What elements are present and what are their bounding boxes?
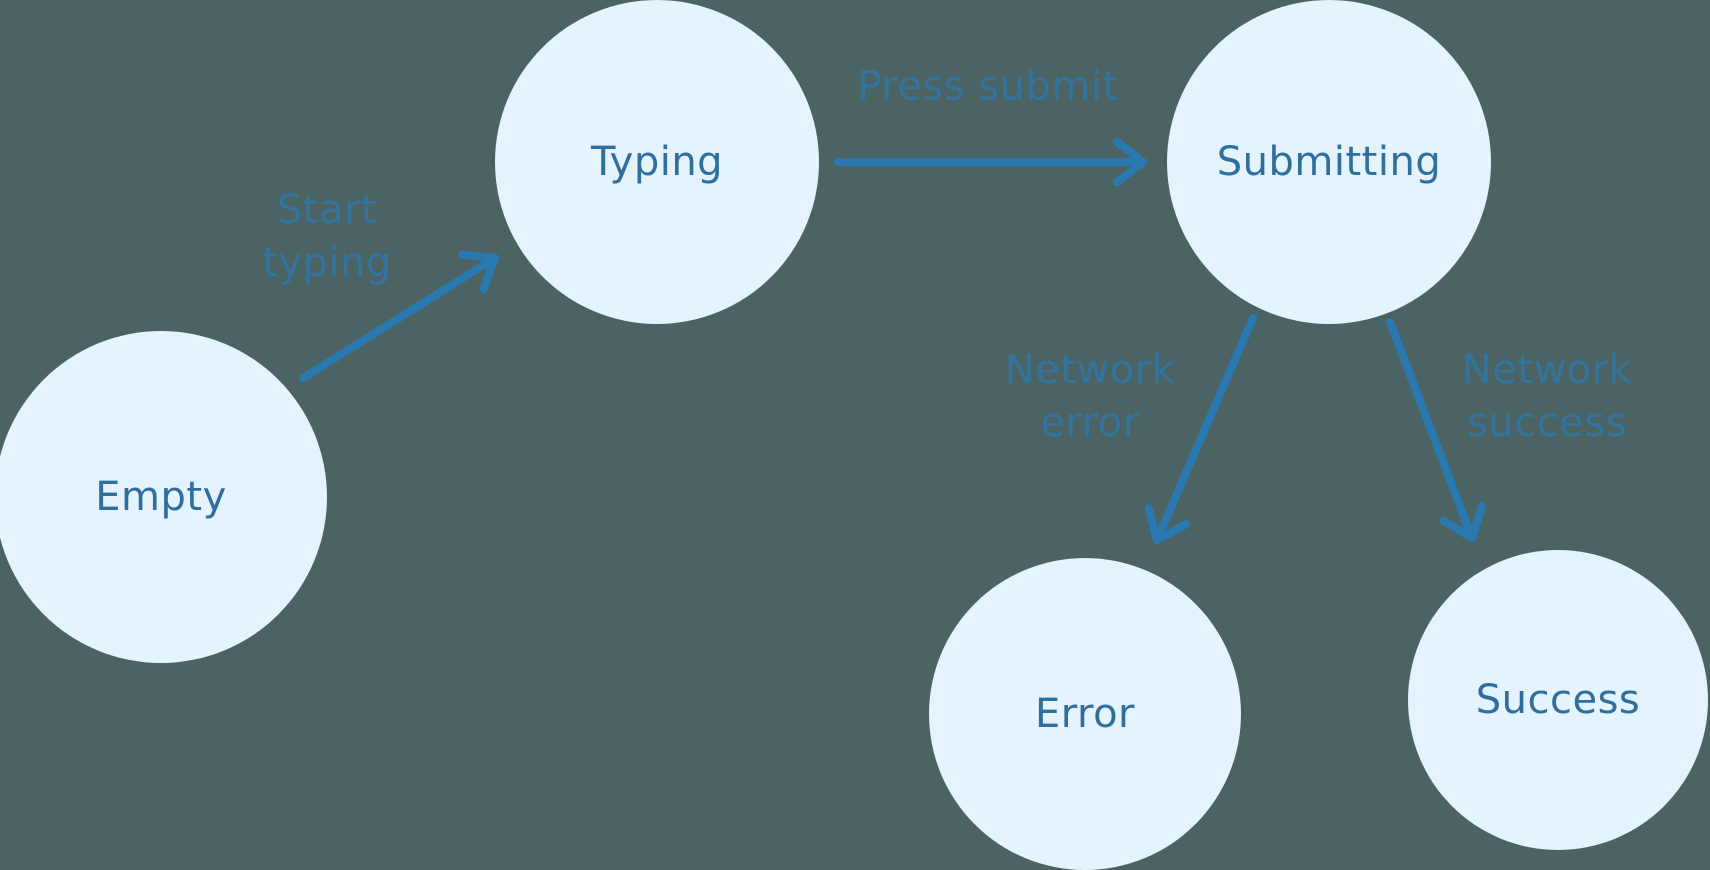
node-typing-label: Typing — [590, 139, 724, 185]
arrowhead-icon — [1439, 502, 1486, 542]
arrow-network-success — [1386, 318, 1486, 542]
arrow-shaft — [299, 254, 499, 382]
edge-label-network-error: Network error — [1004, 347, 1176, 446]
node-submitting: Submitting — [1167, 0, 1491, 324]
edge-label-network-success: Network success — [1461, 347, 1633, 446]
arrow-press-submit — [834, 137, 1147, 187]
arrowhead-icon — [1113, 137, 1147, 187]
edge-label-start-typing: Start typing — [262, 187, 392, 286]
node-error-label: Error — [1035, 691, 1135, 737]
node-empty: Empty — [0, 331, 327, 663]
node-typing: Typing — [495, 0, 819, 324]
node-submitting-label: Submitting — [1216, 139, 1442, 185]
arrow-shaft — [1386, 318, 1476, 542]
arrow-network-error — [1144, 314, 1257, 544]
edge-label-press-submit: Press submit — [857, 63, 1119, 110]
node-success: Success — [1408, 550, 1708, 850]
node-empty-label: Empty — [95, 474, 227, 520]
node-success-label: Success — [1475, 677, 1641, 723]
arrowhead-icon — [1144, 504, 1190, 544]
node-error: Error — [929, 558, 1241, 870]
arrow-shaft — [1153, 314, 1257, 544]
arrowhead-icon — [458, 250, 499, 293]
arrow-start-typing — [299, 250, 499, 382]
